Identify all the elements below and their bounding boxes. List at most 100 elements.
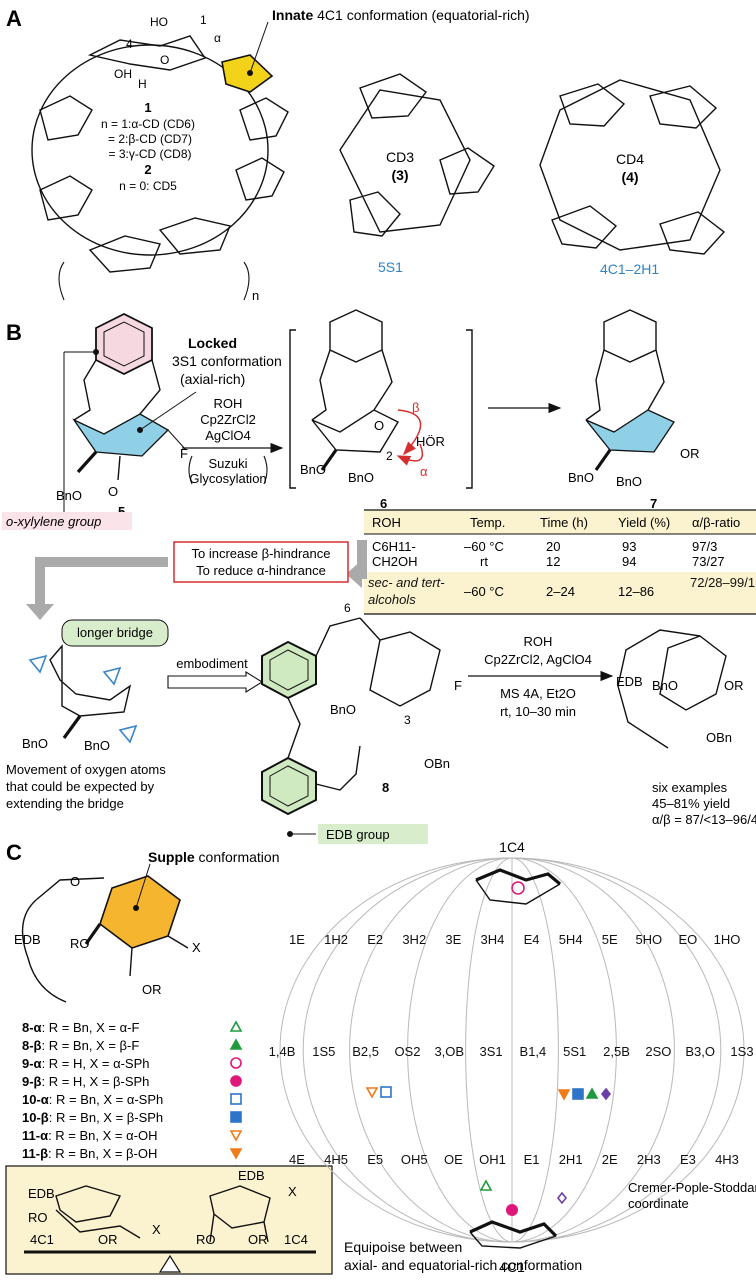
globe-label-row2: 1,4B (269, 1044, 296, 1059)
cpd6-oplus: O (374, 418, 384, 433)
locked-line2: 3S1 conformation (172, 353, 282, 369)
legend-compound: 10-α (22, 1092, 49, 1107)
box-edb-right: EDB (238, 1168, 265, 1183)
table-row3-roh: sec- and tert-alcohols (368, 575, 445, 607)
cpd5-o-label: O (108, 484, 118, 499)
section-label-a: A (6, 6, 22, 31)
cpd8-f: F (454, 678, 462, 693)
reagent-agclo4: AgClO4 (205, 428, 251, 443)
table-row3-ratio: 72/28–99/1 (690, 575, 756, 590)
innate-rest: 4C1 conformation (equatorial-rich) (313, 7, 529, 23)
legend-marker-square-open (230, 1093, 242, 1105)
equipoise-structures (24, 1185, 316, 1273)
cpd8-c6: 6 (344, 601, 351, 615)
selectivity-range: α/β = 87/<13–96/4 (652, 812, 756, 827)
box-ro-right: RO (196, 1232, 216, 1247)
compound-7-structure (585, 309, 675, 471)
movement-line1: Movement of oxygen atoms (6, 762, 166, 777)
globe-label-row2: 2SO (645, 1044, 671, 1059)
cpd8-obn: OBn (424, 756, 450, 771)
legend-entry: 9-α: R = H, X = α-SPh (22, 1056, 150, 1071)
legend-description: : R = Bn, X = β-SPh (49, 1110, 163, 1125)
legend-compound: 8-β (22, 1038, 42, 1053)
table-header-yield: Yield (%) (618, 515, 670, 530)
cd4-number: (4) (621, 169, 638, 185)
globe-markers (365, 1086, 612, 1205)
compound-1-line3: = 3:γ-CD (CD8) (108, 147, 191, 161)
legend-entry: 8-β: R = Bn, X = β-F (22, 1038, 139, 1053)
globe-label-row3: OE (444, 1152, 463, 1167)
ring-label-4: 4 (126, 37, 133, 51)
table-row2-yield: 94 (622, 554, 636, 569)
globe-label-row2: 1S5 (312, 1044, 335, 1059)
globe-label-row2: 1S3 (730, 1044, 753, 1059)
cpd6-nucleophile: HÖR (416, 434, 445, 449)
table-row1-yield: 93 (622, 539, 636, 554)
product-obn: OBn (706, 730, 732, 745)
legend-entry: 11-α: R = Bn, X = α-OH (22, 1128, 157, 1143)
globe-label-row1: EO (679, 932, 698, 947)
globe-top-label: 1C4 (499, 839, 525, 855)
results-table (364, 509, 756, 615)
globe-label-row2: B3,O (685, 1044, 715, 1059)
legend-marker-triangle-down-filled (229, 1148, 243, 1160)
cyclodextrin-1-2-structure (31, 21, 289, 301)
product-or: OR (724, 678, 744, 693)
equipoise-line1: Equipoise between (344, 1239, 462, 1255)
globe-label-row2: B1,4 (520, 1044, 547, 1059)
cd3-label: CD3 (386, 149, 414, 165)
table-header-temp: Temp. (470, 515, 505, 530)
table-row2-time: 12 (546, 554, 560, 569)
globe-label-row3: E1 (524, 1152, 540, 1167)
reagent-cp2zrcl2: Cp2ZrCl2 (200, 412, 256, 427)
ring-label-alpha: α (214, 31, 221, 45)
six-examples: six examples (652, 780, 728, 795)
cpd8-bno: BnO (330, 702, 356, 717)
oxylylene-label: o-xylylene group (6, 514, 101, 529)
globe-label-row3: E3 (680, 1152, 696, 1167)
embodiment-label: embodiment (176, 656, 248, 671)
cps-line1: Cremer-Pople-Stoddart (628, 1180, 756, 1195)
cps-line2: coordinate (628, 1196, 689, 1211)
cpd6-c2: 2 (386, 449, 393, 463)
hindrance-line2: To reduce α-hindrance (196, 563, 326, 578)
globe-marker-10b (572, 1088, 584, 1100)
compound-7-number: 7 (650, 496, 657, 511)
compound-5-number: 5 (118, 504, 125, 519)
cation-bno1: BnO (22, 736, 48, 751)
globe-label-row1: 1HO (714, 932, 741, 947)
globe-label-row1: 5HO (635, 932, 662, 947)
equipoise-line2: axial- and equatorial-rich conformation (344, 1257, 582, 1273)
compound-1-line1: n = 1:α-CD (CD6) (101, 117, 195, 131)
compound-2-number: 2 (144, 162, 151, 177)
box-or-right: OR (248, 1232, 268, 1247)
product-edb: EDB (616, 674, 643, 689)
globe-marker-11b (557, 1089, 571, 1101)
table-row1-temp: –60 °C (464, 539, 504, 554)
product-8-structure (617, 629, 727, 749)
legend-compound: 8-α (22, 1020, 42, 1035)
ring-label-oh: OH (114, 67, 132, 81)
legend-compound: 9-β (22, 1074, 42, 1089)
table-row1-ratio: 97/3 (692, 539, 717, 554)
compound-1-number: 1 (144, 100, 151, 115)
yield-range: 45–81% yield (652, 796, 730, 811)
box-edb-left: EDB (28, 1186, 55, 1201)
cd3-number: (3) (391, 167, 408, 183)
ring-label-1: 1 (200, 13, 207, 27)
cpd6-beta: β (412, 400, 419, 415)
globe-label-row1: E4 (524, 932, 540, 947)
edb-group-label: EDB group (326, 827, 390, 842)
table-row1-time: 20 (546, 539, 560, 554)
longer-bridge-box (61, 619, 169, 647)
globe-top-chair (475, 868, 562, 905)
globe-label-row3: 2H3 (637, 1152, 661, 1167)
globe-marker-8a (479, 1179, 493, 1191)
legend-marker-circle-filled (230, 1075, 242, 1087)
movement-line3: extending the bridge (6, 796, 124, 811)
globe-label-row2: 5S1 (563, 1044, 586, 1059)
globe-label-row1: 5H4 (559, 932, 583, 947)
ring-label-h: H (138, 77, 147, 91)
cpd5-bno-label: BnO (56, 488, 82, 503)
